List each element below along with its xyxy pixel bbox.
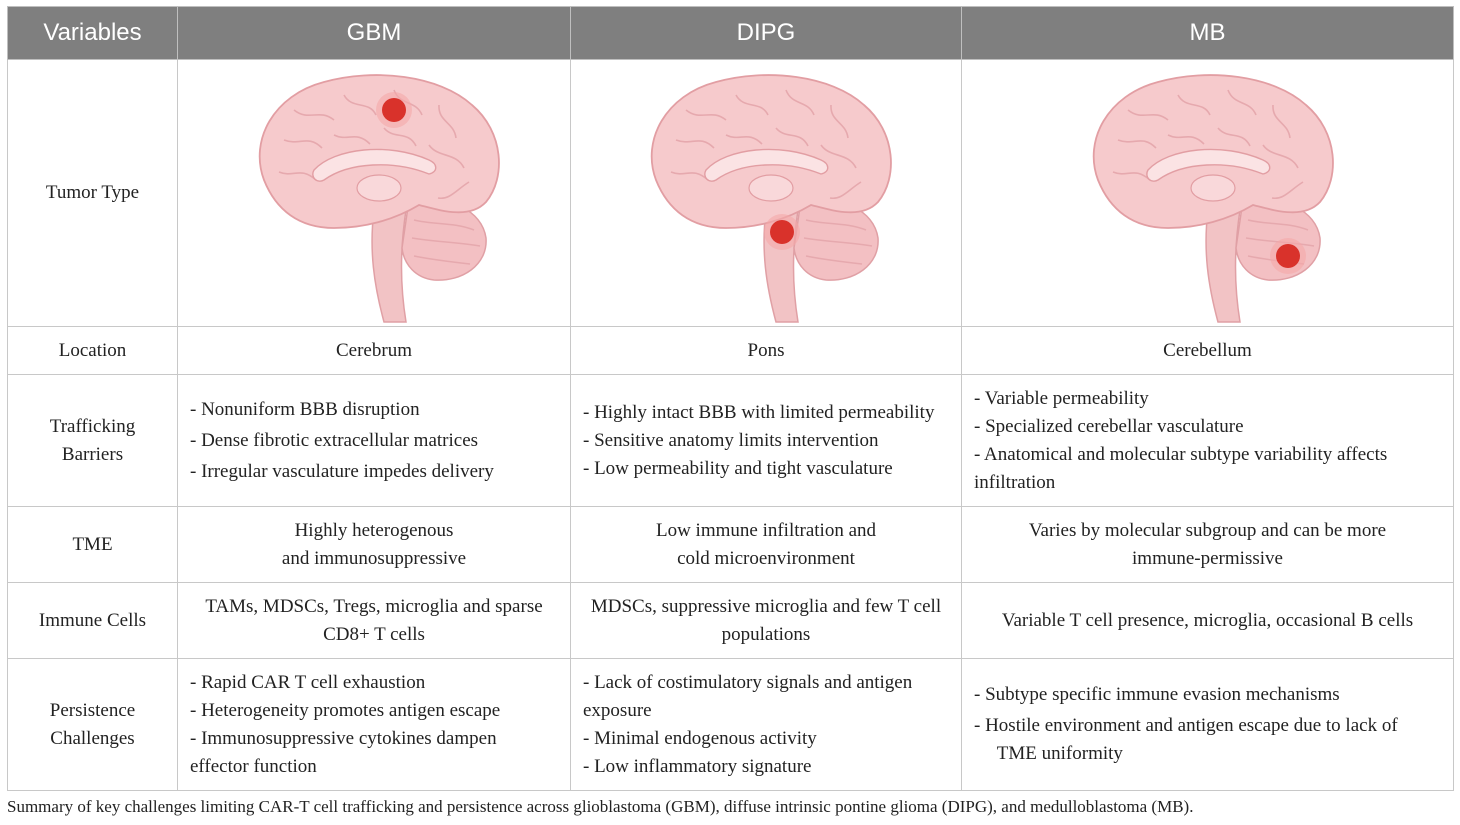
list-item: - Immunosuppressive cytokines dampen eff… <box>190 727 497 777</box>
row-immune-cells: Immune Cells TAMs, MDSCs, Tregs, microgl… <box>7 582 1454 659</box>
gbm-trafficking: - Nonuniform BBB disruption - Dense fibr… <box>177 374 571 507</box>
dipg-tme: Low immune infiltration and cold microen… <box>570 506 962 583</box>
gbm-brain-cell <box>177 59 571 327</box>
dipg-brain-illustration <box>650 74 892 323</box>
list-item: - Specialized cerebellar vasculature <box>974 415 1244 437</box>
list-item: - Heterogeneity promotes antigen escape <box>190 699 501 721</box>
header-dipg: DIPG <box>570 6 962 60</box>
list-item: - Anatomical and molecular subtype varia… <box>974 443 1388 493</box>
mb-immune-cells: Variable T cell presence, microglia, occ… <box>961 582 1454 659</box>
list-item: - Variable permeability <box>974 387 1149 409</box>
mb-brain-illustration <box>1092 74 1334 323</box>
row-label-persistence-challenges: Persistence Challenges <box>7 658 178 791</box>
list-item: - Subtype specific immune evasion mechan… <box>974 684 1340 705</box>
mb-trafficking: - Variable permeability - Specialized ce… <box>961 374 1454 507</box>
dipg-location: Pons <box>570 326 962 375</box>
row-tme: TME Highly heterogenous and immunosuppre… <box>7 506 1454 583</box>
header-row: Variables GBM DIPG MB <box>7 6 1454 60</box>
list-item: - Minimal endogenous activity <box>583 727 817 749</box>
row-label-tumor-type: Tumor Type <box>7 59 178 327</box>
mb-brain-cell <box>961 59 1454 327</box>
list-item: - Lack of costimulatory signals and anti… <box>583 671 913 721</box>
header-mb: MB <box>961 6 1454 60</box>
row-label-tme: TME <box>7 506 178 583</box>
mb-tme: Varies by molecular subgroup and can be … <box>961 506 1454 583</box>
list-item: - Nonuniform BBB disruption <box>190 398 420 420</box>
summary-table: Variables GBM DIPG MB Tumor Type <box>7 6 1454 791</box>
list-item: - Rapid CAR T cell exhaustion <box>190 671 426 693</box>
list-item: - Irregular vasculature impedes delivery <box>190 460 494 482</box>
gbm-location: Cerebrum <box>177 326 571 375</box>
list-item: - Highly intact BBB with limited permeab… <box>583 401 935 423</box>
row-label-location: Location <box>7 326 178 375</box>
dipg-immune-cells: MDSCs, suppressive microglia and few T c… <box>570 582 962 659</box>
row-trafficking-barriers: Trafficking Barriers - Nonuniform BBB di… <box>7 374 1454 507</box>
list-item: - Hostile environment and antigen escape… <box>974 715 1398 764</box>
row-location: Location Cerebrum Pons Cerebellum <box>7 326 1454 375</box>
dipg-persistence: - Lack of costimulatory signals and anti… <box>570 658 962 791</box>
table-container: Variables GBM DIPG MB Tumor Type <box>7 6 1454 791</box>
dipg-trafficking: - Highly intact BBB with limited permeab… <box>570 374 962 507</box>
header-gbm: GBM <box>177 6 571 60</box>
gbm-persistence: - Rapid CAR T cell exhaustion - Heteroge… <box>177 658 571 791</box>
gbm-immune-cells: TAMs, MDSCs, Tregs, microglia and sparse… <box>177 582 571 659</box>
mb-persistence: - Subtype specific immune evasion mechan… <box>961 658 1454 791</box>
row-label-trafficking-barriers: Trafficking Barriers <box>7 374 178 507</box>
gbm-brain-illustration <box>258 74 500 323</box>
mb-location: Cerebellum <box>961 326 1454 375</box>
row-tumor-type: Tumor Type <box>7 59 1454 327</box>
header-variables: Variables <box>7 6 178 60</box>
row-persistence-challenges: Persistence Challenges - Rapid CAR T cel… <box>7 658 1454 791</box>
list-item: - Dense fibrotic extracellular matrices <box>190 429 479 451</box>
table-caption: Summary of key challenges limiting CAR-T… <box>7 797 1194 816</box>
gbm-tme: Highly heterogenous and immunosuppressiv… <box>177 506 571 583</box>
list-item: - Sensitive anatomy limits intervention <box>583 429 879 451</box>
dipg-brain-cell <box>570 59 962 327</box>
row-label-immune-cells: Immune Cells <box>7 582 178 659</box>
list-item: - Low inflammatory signature <box>583 755 812 777</box>
list-item: - Low permeability and tight vasculature <box>583 457 893 479</box>
